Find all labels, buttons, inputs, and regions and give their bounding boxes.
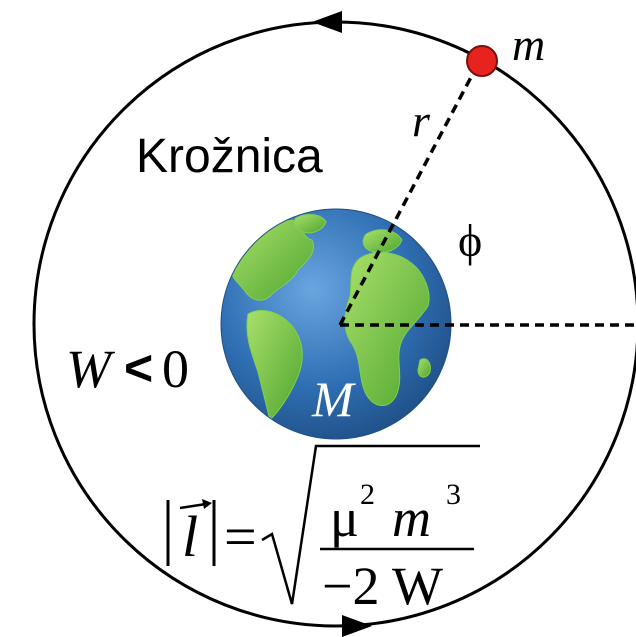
satellite-label: m xyxy=(512,19,545,70)
formula-equals: = xyxy=(224,504,257,569)
energy-symbol: W xyxy=(66,339,116,399)
radius-line xyxy=(338,63,480,326)
vector-arrow-line xyxy=(179,502,207,510)
numerator-m: m xyxy=(392,488,431,548)
orbit-label: Krožnica xyxy=(136,130,323,183)
energy-relation: < xyxy=(124,340,153,396)
angle-label: ϕ xyxy=(458,215,482,266)
numerator-m-exp: 3 xyxy=(446,478,461,511)
angular-momentum-formula: l = μ 2 m 3 −2 W xyxy=(166,444,480,616)
numerator-mu-exp: 2 xyxy=(360,478,375,511)
radius-label: r xyxy=(412,95,431,146)
orbit-arrow-bottom-icon xyxy=(342,615,372,637)
planet-label: M xyxy=(311,371,356,427)
orbit-arrow-top-icon xyxy=(312,11,342,33)
denominator: −2 W xyxy=(322,556,443,616)
energy-condition: W < 0 xyxy=(66,339,189,399)
energy-value: 0 xyxy=(162,339,189,399)
sqrt-sign xyxy=(261,444,480,605)
numerator-mu: μ xyxy=(330,488,359,548)
formula-lhs-symbol: l xyxy=(182,504,198,569)
vector-arrow-icon xyxy=(202,499,212,509)
satellite-dot-icon xyxy=(466,45,498,77)
